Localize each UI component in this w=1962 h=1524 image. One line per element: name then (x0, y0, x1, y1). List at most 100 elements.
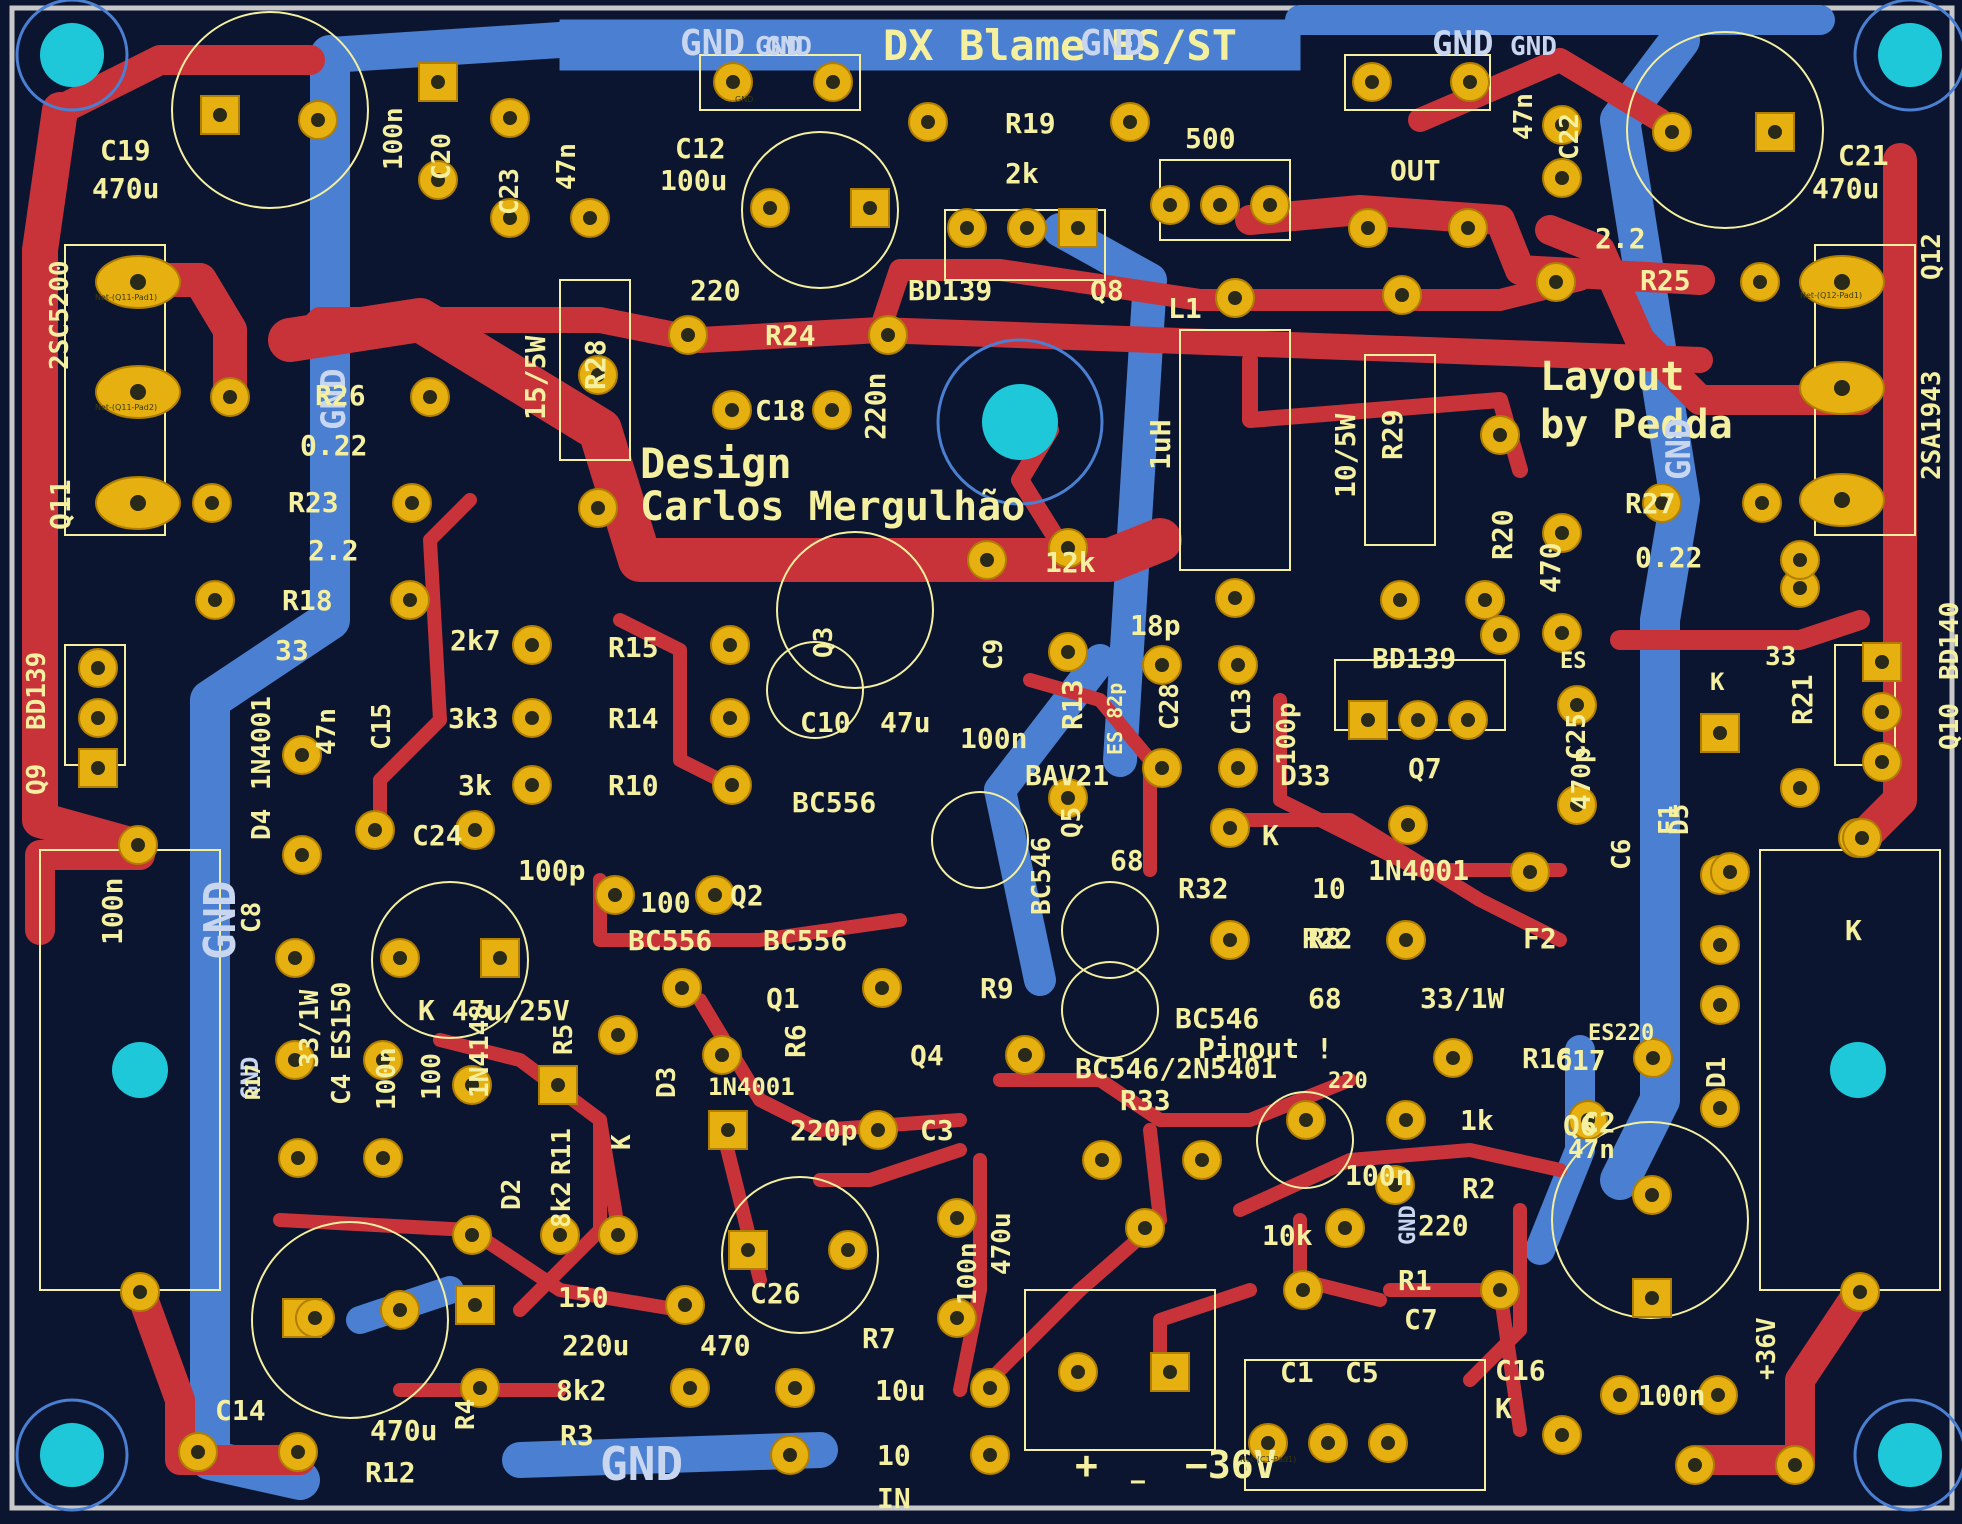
component-label: Pinout ! (1198, 1032, 1333, 1065)
pad-drill (1555, 118, 1569, 132)
pad-drill (503, 111, 517, 125)
component-label: F2 (1523, 922, 1557, 955)
component-label: 68 (1110, 844, 1144, 877)
pad-drill (611, 1028, 625, 1042)
mounting-hole-br (1853, 1398, 1962, 1512)
pad-drill (983, 1448, 997, 1462)
pad-drill (788, 1381, 802, 1395)
pad-drill (741, 1243, 755, 1257)
component-label: BC556 (763, 924, 847, 957)
pad-drill (871, 1123, 885, 1137)
component-label: R5 (549, 1024, 579, 1055)
component-label: BC546 (1175, 1002, 1259, 1035)
pad-drill (1395, 288, 1409, 302)
pad-drill (1463, 75, 1477, 89)
pad-drill (1163, 198, 1177, 212)
pad-drill (608, 888, 622, 902)
component-label: K (1710, 668, 1725, 696)
pad-drill (1299, 1113, 1313, 1127)
pad-drill (1393, 593, 1407, 607)
component-label: BC556 (792, 786, 876, 819)
pad-drill (291, 1445, 305, 1459)
component-label: 47n (312, 708, 342, 755)
gnd-label: GND (1659, 419, 1699, 480)
component-label: 100n (1638, 1379, 1705, 1412)
component-label: 0.22 (1635, 541, 1702, 574)
pad-drill (675, 981, 689, 995)
pad-drill (91, 711, 105, 725)
component-label: 1N4001 (247, 696, 277, 790)
component-label: D2 (497, 1179, 527, 1210)
component-label: 2.2 (308, 534, 359, 567)
pad-drill (551, 1078, 565, 1092)
pad-drill (1361, 713, 1375, 727)
component-label: 1N4001 (708, 1073, 795, 1101)
pad-drill (1753, 275, 1767, 289)
component-label: 8k2 (556, 1374, 607, 1407)
pad-drill (1381, 1436, 1395, 1450)
pad-drill (1875, 705, 1889, 719)
component-label: C26 (750, 1277, 801, 1310)
pad-drill (1555, 526, 1569, 540)
pad-drill (1228, 291, 1242, 305)
credit-design: Design (640, 439, 792, 488)
pad-drill (368, 823, 382, 837)
pad-drill (291, 1151, 305, 1165)
pad-drill (1138, 1221, 1152, 1235)
component-label: R24 (765, 319, 816, 352)
pad-drill (1061, 791, 1075, 805)
component-label: BC546/2N5401 (1075, 1052, 1277, 1085)
component-label: ES150 (327, 982, 357, 1060)
pad-drill (1555, 1428, 1569, 1442)
pad-drill (1834, 380, 1850, 396)
component-label: C19 (100, 134, 151, 167)
component-label: Q3 (809, 627, 839, 658)
component-label: 470u (92, 172, 159, 205)
pad-drill (1523, 865, 1537, 879)
component-label: C2 (1582, 1106, 1616, 1139)
pad-drill (1581, 1113, 1595, 1127)
pad-drill (1123, 115, 1137, 129)
pad-drill (91, 761, 105, 775)
component-label: 15/5W (519, 336, 552, 420)
pad-drill (826, 75, 840, 89)
component-label: R17 (241, 1064, 265, 1100)
pad-drill (423, 390, 437, 404)
pad-drill (960, 221, 974, 235)
component-label: C5 (1345, 1356, 1379, 1389)
pad-drill (1061, 541, 1075, 555)
pad-drill (1071, 221, 1085, 235)
component-label: − (1130, 1467, 1146, 1497)
pad-drill (1155, 761, 1169, 775)
component-label: 8k2 (547, 1181, 577, 1228)
pad-drill (1461, 221, 1475, 235)
component-label: K (1495, 1392, 1512, 1425)
component-label: 470 (1534, 542, 1567, 593)
component-label: 100n (372, 1047, 402, 1110)
pad-drill (1549, 275, 1563, 289)
component-label: BD140 (1935, 602, 1962, 680)
pad-drill (863, 201, 877, 215)
component-label: 10k (1262, 1219, 1313, 1252)
component-label: 2k7 (450, 624, 501, 657)
pad-drill (1365, 75, 1379, 89)
pad-drill (726, 75, 740, 89)
pad-drill (763, 201, 777, 215)
mounting-hole-bl-pad (40, 1423, 104, 1487)
gnd-label: GND (1396, 1205, 1421, 1245)
component-label: C17 (1555, 1044, 1606, 1077)
pad-drill (1853, 1285, 1867, 1299)
mounting-hole-center-pad (982, 384, 1058, 460)
pad-drill (1478, 593, 1492, 607)
component-label: R26 (315, 379, 366, 412)
component-label: 10/5W (1329, 414, 1362, 498)
pad-drill (1261, 1436, 1275, 1450)
pad-drill (1855, 831, 1869, 845)
component-label: C23 (495, 168, 525, 215)
pad-drill (465, 1078, 479, 1092)
component-label: 33/1W (1420, 982, 1504, 1015)
credit-designer: Carlos Mergulhão (640, 484, 1025, 530)
component-label: D5 (1665, 804, 1695, 835)
component-label: R25 (1640, 264, 1691, 297)
